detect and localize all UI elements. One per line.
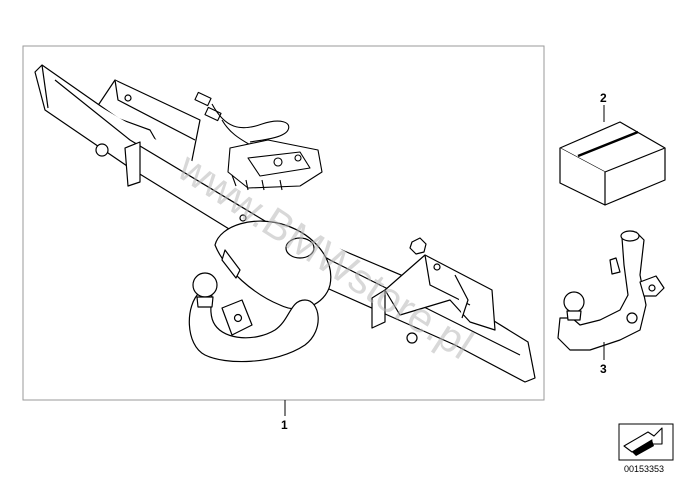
reference-number: 00153353	[624, 464, 664, 474]
assembly-frame	[22, 45, 545, 401]
tow-ball-neck-icon	[557, 230, 665, 351]
package-box-icon	[559, 121, 666, 206]
wiring-harness-module-icon	[194, 91, 323, 191]
part-label-2: 2	[600, 91, 607, 105]
leader-lines	[284, 105, 605, 416]
part-label-1: 1	[281, 418, 288, 432]
navigation-arrow-icon[interactable]	[618, 423, 674, 461]
towbar-crossmember-icon	[34, 64, 536, 383]
part-label-3: 3	[600, 362, 607, 376]
